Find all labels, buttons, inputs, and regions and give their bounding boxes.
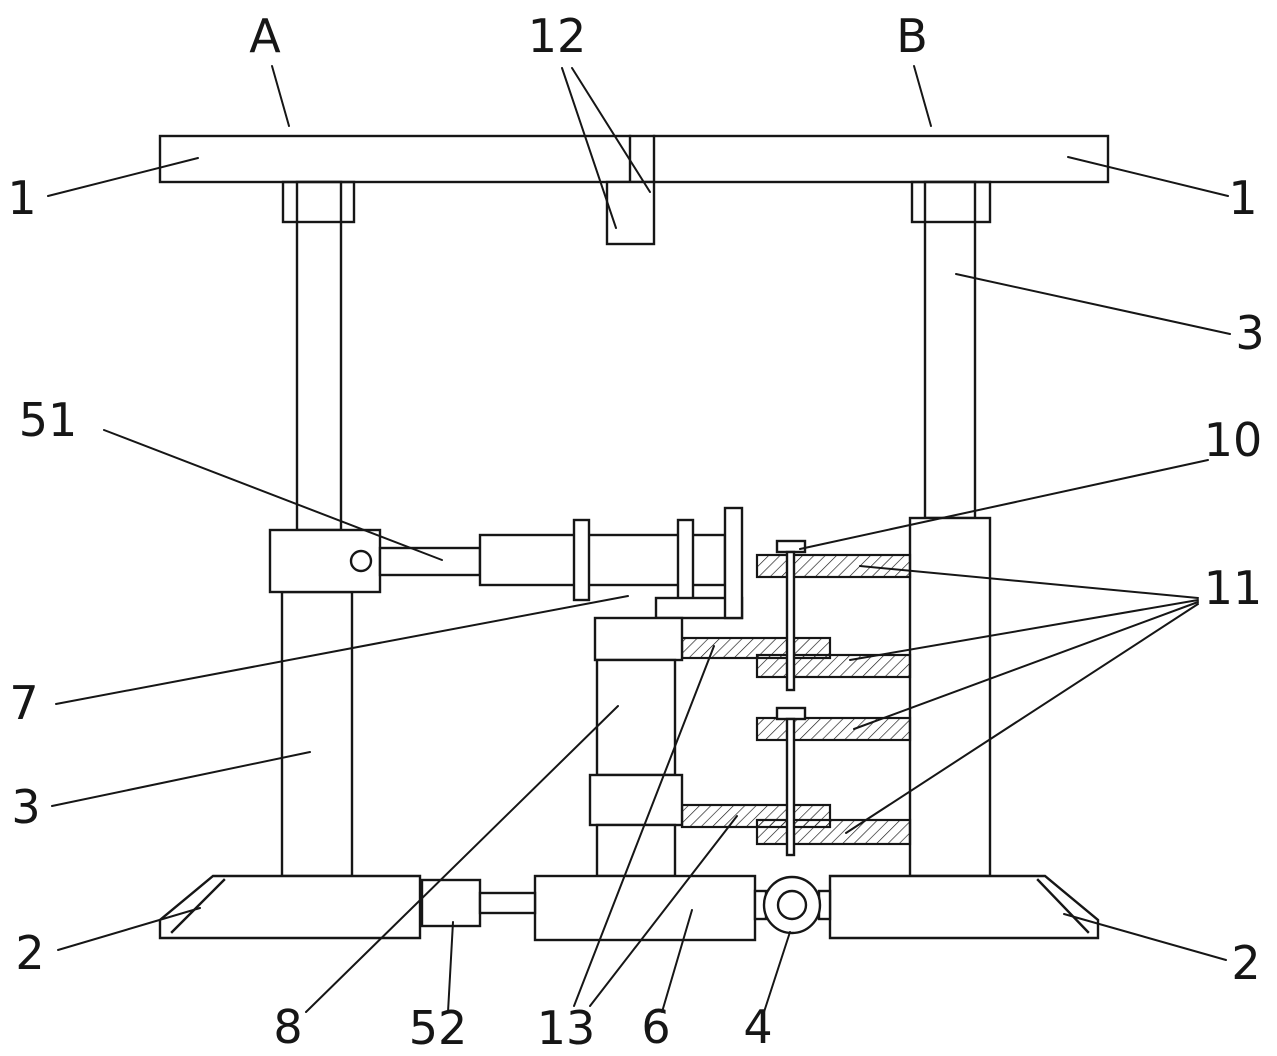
leader-2-right bbox=[1063, 913, 1227, 961]
label-7: 7 bbox=[9, 676, 38, 730]
leader-10 bbox=[799, 459, 1209, 550]
hydraulic-cylinder bbox=[378, 506, 744, 620]
pivot-pin bbox=[349, 549, 373, 573]
label-11: 11 bbox=[1204, 561, 1263, 615]
clamp-bolts bbox=[775, 539, 807, 857]
label-3-left: 3 bbox=[11, 780, 40, 834]
leader-7 bbox=[55, 595, 629, 705]
leader-3-right bbox=[955, 273, 1231, 335]
center-plate-lower bbox=[680, 803, 832, 829]
leader-8 bbox=[305, 705, 619, 1013]
label-3-right: 3 bbox=[1235, 306, 1264, 360]
left-upper-column-body bbox=[295, 180, 343, 532]
right-base-chamfer-line bbox=[1036, 878, 1090, 934]
leader-12-b bbox=[571, 67, 651, 193]
label-12: 12 bbox=[528, 9, 587, 63]
bolt-head-lower bbox=[775, 706, 807, 721]
cylinder-flange-1 bbox=[572, 518, 591, 602]
clamp-plate-3 bbox=[755, 716, 912, 742]
connector-block bbox=[420, 878, 482, 928]
leader-11-a bbox=[859, 565, 1199, 599]
cylinder-flange-2 bbox=[676, 518, 695, 602]
label-b: B bbox=[896, 9, 928, 63]
center-column-upper bbox=[595, 658, 677, 777]
label-1-right: 1 bbox=[1228, 171, 1257, 225]
leader-11-d bbox=[845, 603, 1199, 834]
right-upper-column-body bbox=[923, 180, 977, 520]
connector-rod bbox=[478, 891, 537, 915]
roller-outer bbox=[762, 875, 822, 935]
bolt-shaft-upper bbox=[785, 550, 796, 692]
center-column-lower bbox=[595, 823, 677, 878]
right-base bbox=[828, 874, 1100, 940]
leader-12-a bbox=[561, 67, 617, 229]
clamp-plate-1 bbox=[755, 553, 912, 579]
leader-3-left bbox=[51, 751, 311, 807]
bolt-shaft-lower bbox=[785, 717, 796, 857]
label-13: 13 bbox=[537, 1001, 596, 1055]
cylinder-mount-bracket bbox=[268, 528, 382, 594]
leader-13-b bbox=[589, 815, 738, 1007]
label-2-right: 2 bbox=[1231, 936, 1260, 990]
label-1-left: 1 bbox=[7, 171, 36, 225]
piston-rod bbox=[378, 546, 482, 577]
label-52: 52 bbox=[409, 1001, 468, 1055]
clamp-plate-2 bbox=[755, 653, 912, 679]
leader-11-c bbox=[853, 601, 1199, 730]
leader-13-a bbox=[573, 645, 715, 1007]
right-upper-column-collar bbox=[910, 180, 992, 224]
label-10: 10 bbox=[1204, 413, 1263, 467]
center-plate-upper bbox=[680, 636, 832, 660]
label-a: A bbox=[249, 9, 281, 63]
leader-51 bbox=[103, 429, 443, 561]
label-51: 51 bbox=[19, 393, 78, 447]
center-top-block bbox=[593, 616, 684, 662]
end-bracket-upright bbox=[723, 506, 744, 620]
leader-2-left bbox=[57, 907, 201, 951]
left-upper-column bbox=[281, 180, 356, 532]
leader-52 bbox=[447, 921, 454, 1013]
label-2-left: 2 bbox=[15, 926, 44, 980]
label-6: 6 bbox=[641, 1000, 670, 1054]
center-hanger-block bbox=[605, 180, 656, 246]
bolt-head-upper bbox=[775, 539, 807, 554]
left-lower-column bbox=[280, 590, 354, 878]
center-mid-block bbox=[588, 773, 684, 827]
center-column-assembly bbox=[588, 616, 684, 878]
top-beam-plate bbox=[158, 134, 1110, 184]
leader-11-b bbox=[849, 599, 1199, 661]
reference-labels: A 12 B 1 1 3 51 10 11 7 3 2 2 8 52 13 6 … bbox=[7, 9, 1264, 1055]
label-8: 8 bbox=[273, 1000, 302, 1054]
top-beam bbox=[158, 134, 1110, 246]
connector-assembly bbox=[420, 878, 537, 928]
right-upper-column bbox=[910, 180, 992, 520]
leader-b bbox=[913, 65, 932, 127]
label-4: 4 bbox=[743, 1000, 772, 1054]
roller-inner bbox=[776, 889, 808, 921]
leader-lines bbox=[47, 65, 1231, 1013]
left-upper-column-collar bbox=[281, 180, 356, 224]
leader-1-left bbox=[47, 157, 199, 197]
roller-assembly bbox=[753, 875, 832, 935]
leader-a bbox=[271, 65, 290, 127]
right-clamp-plates bbox=[755, 553, 912, 846]
left-base-body bbox=[158, 874, 422, 940]
center-base-block bbox=[533, 874, 757, 942]
leader-1-right bbox=[1067, 156, 1229, 197]
left-base bbox=[158, 874, 422, 940]
right-base-body bbox=[828, 874, 1100, 940]
leader-6 bbox=[661, 909, 693, 1013]
left-base-chamfer-line bbox=[170, 878, 226, 934]
leader-4 bbox=[763, 931, 791, 1013]
